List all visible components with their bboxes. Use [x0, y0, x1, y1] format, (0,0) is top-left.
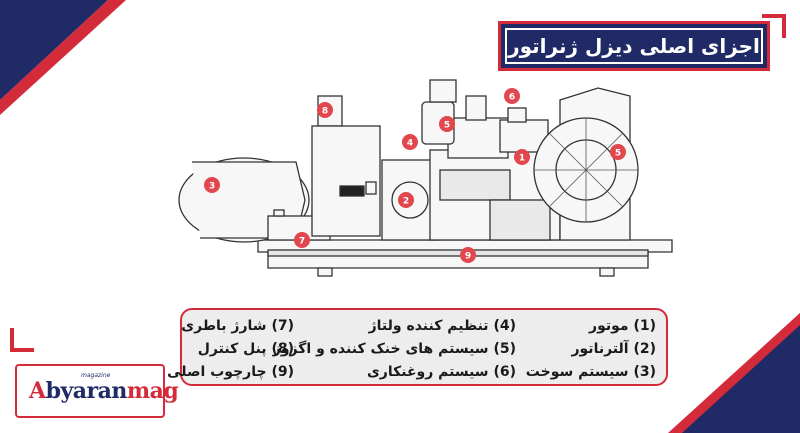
legend-item-7: (7) شارژ باطری [181, 318, 294, 334]
marker-4: 4 [402, 134, 418, 150]
legend-item-5: (5) سیستم های خنک کننده و اگزوز [273, 341, 516, 357]
legend-item-8: (8) پنل کنترل [198, 341, 294, 357]
legend-label: سیستم سوخت [525, 364, 629, 380]
svg-text:3: 3 [209, 182, 215, 192]
legend-label: سیستم های خنک کننده و اگزوز [272, 341, 489, 357]
marker-9: 9 [460, 247, 476, 263]
legend-item-4: (4) تنظیم کننده ولتاژ [369, 318, 516, 334]
legend-item-2: (2) آلترناتور [571, 341, 656, 357]
legend-label: شارژ باطری [181, 318, 267, 334]
marker-5a: 5 [439, 116, 455, 132]
svg-text:5: 5 [615, 149, 621, 159]
marker-6: 6 [504, 88, 520, 104]
svg-text:4: 4 [407, 139, 413, 149]
legend-label: آلترناتور [571, 341, 629, 357]
legend-panel: (1) موتور (2) آلترناتور (3) سیستم سوخت (… [167, 308, 668, 386]
legend-label: چارچوب اصلی [167, 364, 267, 380]
marker-5b: 5 [610, 144, 626, 160]
logo[interactable]: magazine Abyaranmag [15, 364, 179, 418]
legend-item-1: (1) موتور [589, 318, 656, 334]
title-banner: اجزای اصلی دیزل ژنراتور [498, 21, 770, 71]
svg-text:8: 8 [322, 107, 328, 117]
marker-2: 2 [398, 192, 414, 208]
legend-num: (7) [271, 318, 294, 334]
legend-label: سیستم روغنکاری [366, 364, 489, 380]
legend-num: (3) [633, 364, 656, 380]
page-title: اجزای اصلی دیزل ژنراتور [505, 28, 763, 64]
legend-num: (5) [493, 341, 516, 357]
svg-text:5: 5 [444, 121, 450, 131]
corner-bracket-top-right [762, 14, 786, 38]
svg-text:7: 7 [299, 237, 305, 247]
generator-diagram: 1 2 3 4 5 5 6 7 8 9 [178, 79, 673, 277]
marker-7: 7 [294, 232, 310, 248]
svg-text:1: 1 [519, 154, 525, 164]
legend-label: پنل کنترل [197, 341, 267, 357]
legend-item-9: (9) چارچوب اصلی [167, 364, 294, 380]
legend-num: (9) [271, 364, 294, 380]
corner-bracket-bottom-left [10, 328, 34, 352]
marker-3: 3 [204, 177, 220, 193]
legend-num: (8) [271, 341, 294, 357]
legend-num: (6) [493, 364, 516, 380]
logo-letter-a: A [29, 378, 46, 404]
marker-1: 1 [514, 149, 530, 165]
legend-num: (4) [493, 318, 516, 334]
marker-8: 8 [317, 102, 333, 118]
logo-word-mag: mag [126, 378, 179, 404]
logo-wordmark: Abyaranmag [29, 378, 179, 404]
logo-word-byaran: byaran [45, 378, 128, 404]
corner-decoration-bottom-right [668, 313, 800, 433]
svg-text:6: 6 [509, 93, 515, 103]
legend-num: (2) [633, 341, 656, 357]
legend-label: موتور [589, 318, 629, 334]
legend-item-3: (3) سیستم سوخت [526, 364, 656, 380]
logo-tagline: magazine [81, 372, 111, 379]
legend-item-6: (6) سیستم روغنکاری [367, 364, 516, 380]
corner-decoration-top-left [0, 0, 126, 115]
legend-num: (1) [633, 318, 656, 334]
svg-text:9: 9 [465, 252, 471, 262]
svg-text:2: 2 [403, 197, 409, 207]
legend-label: تنظیم کننده ولتاژ [368, 318, 489, 334]
